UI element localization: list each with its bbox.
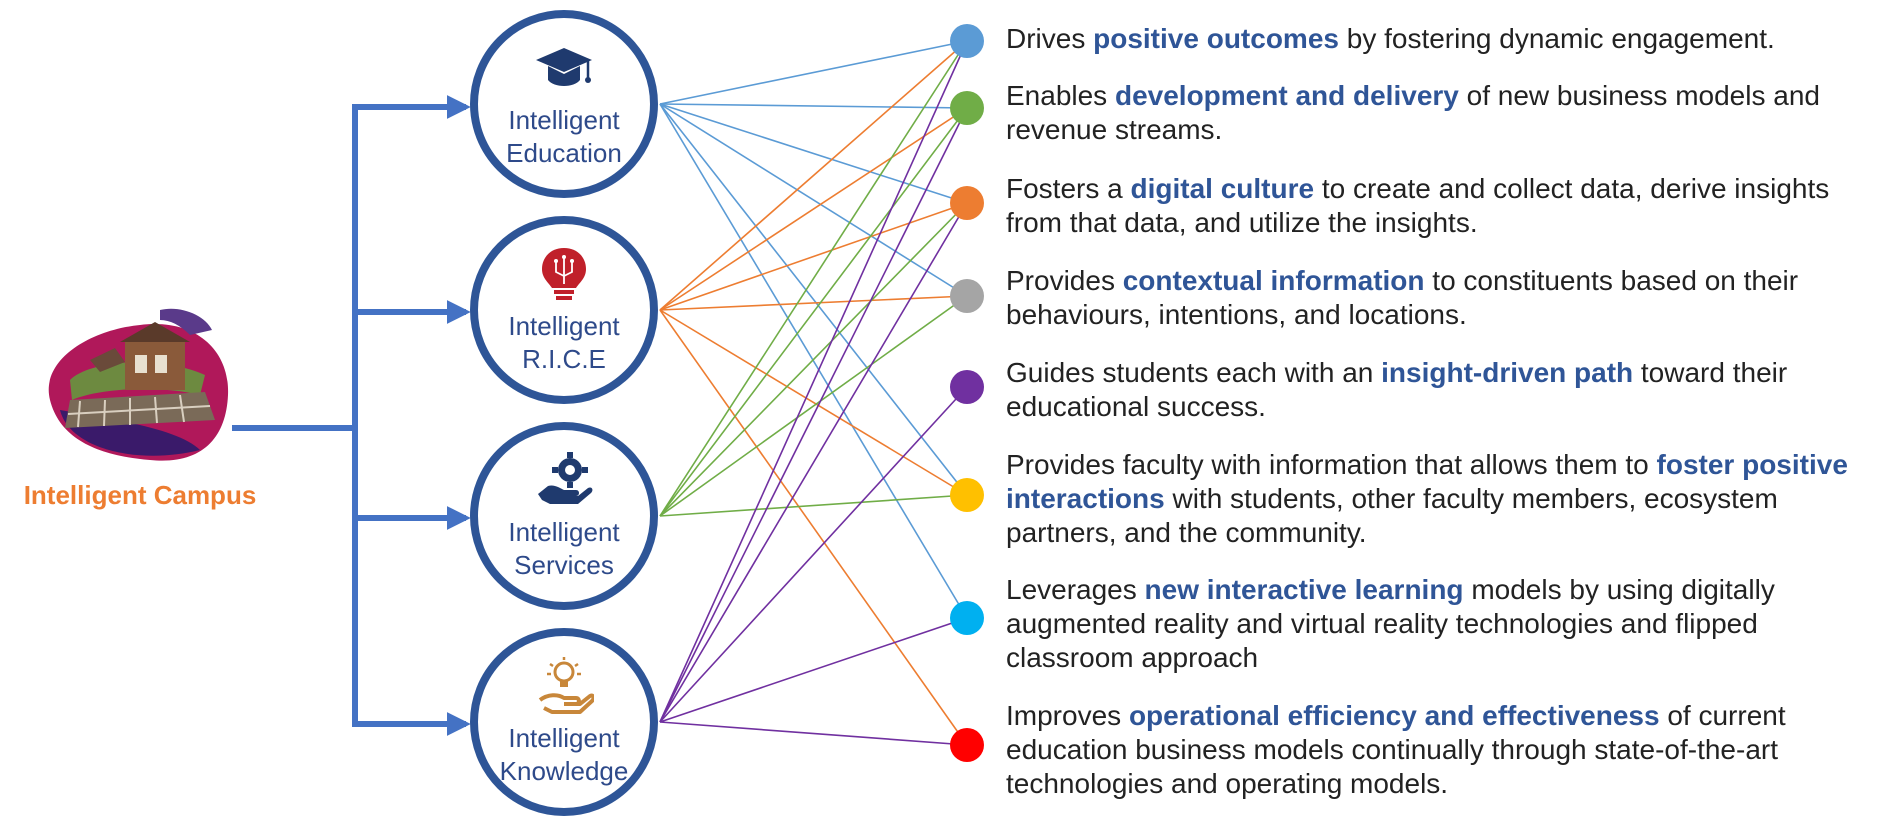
connection-line bbox=[659, 295, 968, 517]
outcome-dot-red bbox=[950, 728, 984, 762]
outcome-item: Fosters a digital culture to create and … bbox=[1006, 173, 1830, 238]
outcome-dot-purple bbox=[950, 370, 984, 404]
connection-line bbox=[659, 40, 968, 723]
hub-label: Intelligent Knowledge bbox=[499, 723, 629, 786]
hub-outcome-connections bbox=[659, 40, 968, 746]
connection-line bbox=[659, 107, 968, 723]
connection-line bbox=[659, 309, 968, 746]
connection-line bbox=[659, 309, 968, 496]
outcome-dot-gray bbox=[950, 279, 984, 313]
outcome-dot-yellow bbox=[950, 478, 984, 512]
outcome-item: Provides faculty with information that a… bbox=[1006, 449, 1848, 548]
connection-line bbox=[659, 103, 968, 297]
hub-intelligent-education: Intelligent Education bbox=[470, 10, 658, 198]
connection-line bbox=[659, 202, 968, 723]
connection-line bbox=[659, 40, 968, 105]
campus-illustration bbox=[48, 308, 229, 461]
outcome-dot-cyan bbox=[950, 601, 984, 635]
connection-line bbox=[659, 617, 968, 723]
connection-line bbox=[659, 40, 968, 517]
outcome-dot-orange bbox=[950, 186, 984, 220]
outcome-dot-green bbox=[950, 91, 984, 125]
connection-line bbox=[659, 103, 968, 619]
outcome-item: Leverages new interactive learning model… bbox=[1006, 574, 1775, 673]
campus-branch-arrows bbox=[232, 95, 471, 736]
connection-line bbox=[659, 107, 968, 311]
lightbulb-circuit-icon bbox=[542, 248, 586, 300]
outcome-item: Provides contextual information to const… bbox=[1006, 265, 1799, 330]
connection-line bbox=[659, 494, 968, 517]
hub-label: Intelligent Education bbox=[506, 105, 622, 168]
outcome-item: Guides students each with an insight-dri… bbox=[1006, 357, 1788, 422]
hand-idea-icon bbox=[538, 657, 594, 714]
hub-intelligent-rice: Intelligent R.I.C.E bbox=[470, 216, 658, 404]
connection-line bbox=[659, 103, 968, 496]
connection-line bbox=[659, 721, 968, 746]
hand-gear-icon bbox=[538, 452, 593, 504]
connection-line bbox=[659, 103, 968, 204]
campus-label: Intelligent Campus bbox=[23, 480, 257, 510]
connection-line bbox=[659, 202, 968, 517]
connection-line bbox=[659, 386, 968, 723]
hub-label: Intelligent Services bbox=[508, 517, 620, 580]
outcome-item: Improves operational efficiency and effe… bbox=[1006, 700, 1786, 799]
outcome-item: Drives positive outcomes by fostering dy… bbox=[1006, 23, 1775, 54]
connection-line bbox=[659, 107, 968, 517]
outcome-dot-blue bbox=[950, 24, 984, 58]
hub-intelligent-knowledge: Intelligent Knowledge bbox=[470, 628, 658, 816]
graduation-cap-icon bbox=[536, 48, 592, 86]
hub-intelligent-services: Intelligent Services bbox=[470, 422, 658, 610]
connection-line bbox=[659, 202, 968, 311]
connection-line bbox=[659, 40, 968, 311]
outcome-item: Enables development and delivery of new … bbox=[1006, 80, 1820, 145]
hub-label: Intelligent R.I.C.E bbox=[508, 311, 620, 374]
connection-line bbox=[659, 103, 968, 109]
connection-line bbox=[659, 295, 968, 311]
